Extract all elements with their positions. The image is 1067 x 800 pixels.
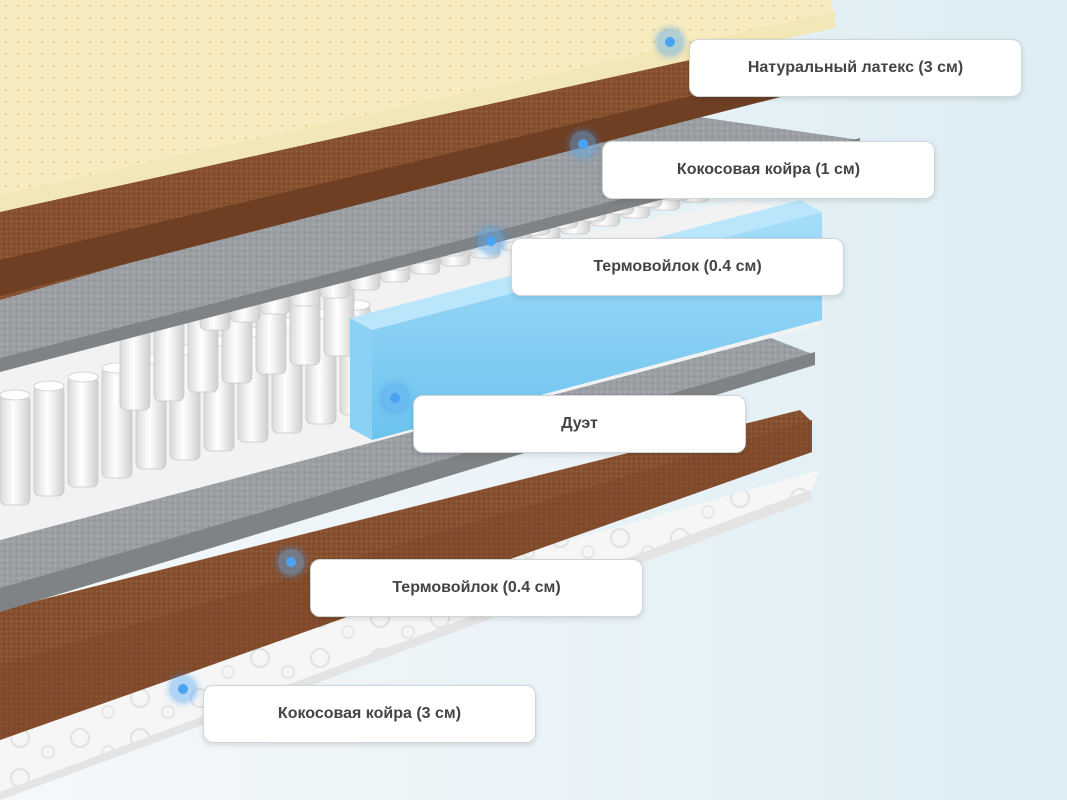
spring-pocket — [34, 386, 64, 496]
marker-coir-bottom-icon[interactable] — [170, 676, 196, 702]
spring-pocket-top — [0, 390, 30, 400]
callout-latex: Натуральный латекс (3 см) — [689, 39, 1022, 97]
callout-label: Дуэт — [561, 415, 598, 433]
spring-pocket — [68, 377, 98, 487]
spring-pocket-top — [68, 372, 98, 382]
callout-label: Термовойлок (0.4 см) — [392, 579, 560, 597]
callout-label: Кокосовая койра (1 см) — [677, 161, 860, 179]
marker-latex-icon[interactable] — [657, 29, 683, 55]
callout-duet: Дуэт — [413, 395, 746, 453]
spring-pocket — [0, 395, 30, 505]
callout-coir-bottom: Кокосовая койра (3 см) — [203, 685, 536, 743]
marker-duet-icon[interactable] — [382, 385, 408, 411]
callout-coir-top: Кокосовая койра (1 см) — [602, 141, 935, 199]
callout-felt-top: Термовойлок (0.4 см) — [511, 238, 844, 296]
marker-felt-bottom-icon[interactable] — [278, 549, 304, 575]
marker-felt-top-icon[interactable] — [478, 228, 504, 254]
callout-label: Кокосовая койра (3 см) — [278, 705, 461, 723]
spring-pocket-top — [34, 381, 64, 391]
marker-coir-top-icon[interactable] — [570, 131, 596, 157]
callout-felt-bottom: Термовойлок (0.4 см) — [310, 559, 643, 617]
callout-label: Термовойлок (0.4 см) — [593, 258, 761, 276]
callout-label: Натуральный латекс (3 см) — [748, 59, 963, 77]
